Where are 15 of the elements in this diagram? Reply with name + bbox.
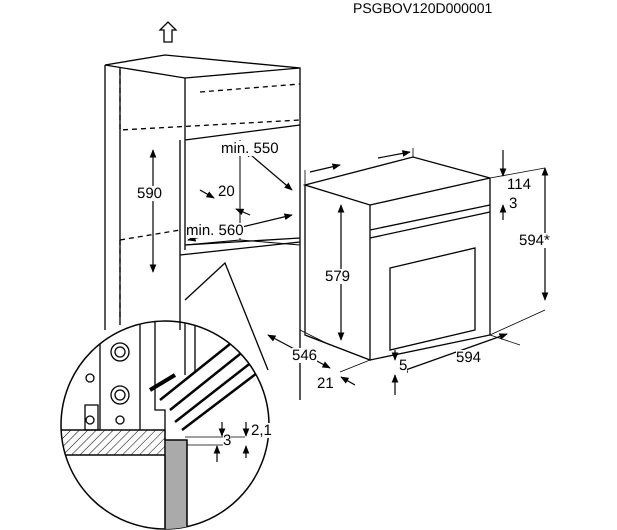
dimension-label: min. 560 [186, 223, 244, 238]
dimension-label: 546 [292, 348, 318, 363]
dimension-label: 21 [317, 376, 334, 391]
dimension-label: 590 [137, 186, 162, 201]
dimension-label: 20 [218, 184, 235, 199]
dimension-label: 579 [325, 269, 350, 284]
dimension-label: 2,1 [251, 423, 272, 438]
dimension-label: 3 [223, 433, 232, 448]
dimension-label: 3 [509, 196, 518, 211]
dimension-label: 5 [399, 358, 408, 373]
dimension-label: 594 [456, 350, 482, 365]
dimension-label: min. 550 [221, 141, 279, 156]
dimension-label: 114 [507, 177, 531, 192]
dimension-label: 594* [519, 233, 550, 248]
document-code: PSGBOV120D000001 [353, 1, 492, 15]
